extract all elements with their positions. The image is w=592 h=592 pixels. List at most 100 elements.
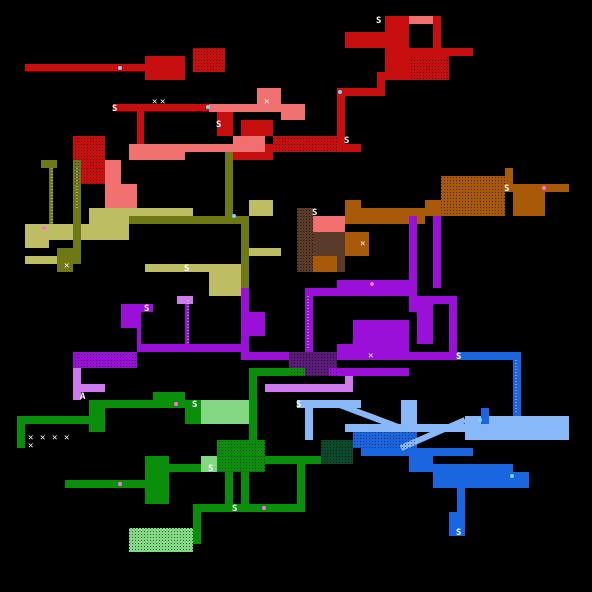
map-room[interactable]	[169, 464, 217, 472]
map-room[interactable]	[481, 408, 489, 424]
item-icon[interactable]: ✕	[368, 351, 373, 361]
map-room[interactable]	[257, 368, 305, 376]
map-room[interactable]	[241, 288, 249, 352]
map-room[interactable]	[153, 392, 185, 408]
map-room[interactable]	[185, 296, 189, 344]
map-room[interactable]	[225, 472, 233, 504]
map-room[interactable]	[265, 456, 321, 464]
map-room[interactable]	[129, 216, 249, 224]
save-station-icon[interactable]: S	[376, 16, 381, 26]
map-room[interactable]	[225, 152, 233, 216]
map-room[interactable]	[409, 216, 417, 312]
save-station-icon[interactable]: S	[184, 264, 189, 274]
door-icon[interactable]	[118, 66, 122, 70]
map-room[interactable]	[345, 424, 465, 432]
save-station-icon[interactable]: S	[312, 208, 317, 218]
item-icon[interactable]: ✕	[152, 97, 157, 107]
save-station-icon[interactable]: S	[144, 304, 149, 314]
map-room[interactable]	[513, 472, 529, 488]
door-icon[interactable]	[118, 482, 122, 486]
save-station-icon[interactable]: S	[112, 104, 117, 114]
map-room[interactable]	[425, 200, 441, 216]
map-room[interactable]	[145, 56, 185, 80]
map-room[interactable]	[49, 224, 129, 240]
map-room[interactable]	[409, 456, 433, 472]
item-icon[interactable]: ✕	[64, 433, 69, 443]
item-icon[interactable]: ✕	[52, 433, 57, 443]
item-icon[interactable]: ✕	[28, 433, 33, 443]
map-room[interactable]	[185, 144, 233, 152]
map-room[interactable]	[209, 104, 257, 112]
map-room[interactable]	[49, 168, 53, 224]
door-icon[interactable]	[232, 214, 236, 218]
door-icon[interactable]	[262, 506, 266, 510]
map-room[interactable]	[25, 64, 145, 71]
item-icon[interactable]: ✕	[360, 239, 365, 249]
map-room[interactable]	[137, 104, 144, 144]
map-room[interactable]	[57, 248, 73, 272]
map-room[interactable]	[345, 88, 385, 96]
door-icon[interactable]	[42, 226, 46, 230]
item-icon[interactable]: ✕	[40, 433, 45, 443]
save-station-icon[interactable]: S	[504, 184, 509, 194]
map-room[interactable]	[145, 456, 169, 504]
map-room[interactable]	[417, 304, 433, 344]
save-station-icon[interactable]: S	[296, 400, 301, 410]
map-room[interactable]	[513, 360, 521, 416]
map-room[interactable]	[433, 216, 441, 288]
map-room[interactable]	[433, 16, 441, 56]
save-station-icon[interactable]: S	[456, 528, 461, 538]
map-room[interactable]	[449, 512, 465, 536]
map-room[interactable]	[353, 320, 409, 360]
map-room[interactable]	[201, 504, 305, 512]
map-room[interactable]	[457, 488, 465, 520]
map-room[interactable]	[345, 32, 385, 48]
map-room[interactable]	[409, 296, 457, 304]
map-room[interactable]	[345, 376, 353, 392]
map-room[interactable]	[145, 264, 177, 272]
map-room[interactable]	[73, 368, 81, 400]
map-room[interactable]	[209, 264, 241, 296]
item-icon[interactable]: ✕	[64, 261, 69, 271]
door-icon[interactable]	[478, 418, 482, 422]
map-room[interactable]	[409, 352, 457, 360]
map-room[interactable]	[201, 400, 249, 424]
door-icon[interactable]	[510, 474, 514, 478]
map-room[interactable]	[241, 216, 249, 288]
map-room[interactable]	[313, 216, 345, 232]
map-room[interactable]	[137, 344, 241, 352]
map-room[interactable]	[297, 400, 361, 408]
map-room[interactable]	[457, 352, 521, 360]
item-icon[interactable]: ✕	[160, 97, 165, 107]
map-room[interactable]	[281, 104, 305, 120]
map-room[interactable]	[73, 160, 81, 264]
map-room[interactable]	[337, 344, 353, 360]
map-room[interactable]	[121, 312, 137, 328]
map-room[interactable]	[505, 184, 569, 192]
map-room[interactable]	[393, 448, 473, 456]
map-room[interactable]	[41, 160, 57, 168]
map-room[interactable]	[313, 256, 337, 272]
map-room[interactable]	[313, 288, 409, 296]
map-room[interactable]	[65, 480, 145, 488]
map-room[interactable]	[17, 424, 25, 448]
door-icon[interactable]	[370, 282, 374, 286]
map-room[interactable]	[105, 400, 153, 408]
map-room[interactable]	[337, 88, 345, 144]
map-room[interactable]	[129, 144, 185, 160]
map-room[interactable]	[433, 464, 513, 488]
map-room[interactable]	[297, 464, 305, 512]
map-room[interactable]	[401, 400, 417, 424]
map-room[interactable]	[345, 232, 369, 256]
map-room[interactable]	[409, 48, 473, 56]
map-room[interactable]	[17, 416, 89, 424]
map-room[interactable]	[201, 456, 217, 472]
item-icon[interactable]: ✕	[28, 441, 33, 451]
start-marker-icon[interactable]: A	[80, 392, 86, 402]
map-room[interactable]	[105, 160, 121, 184]
map-room[interactable]	[265, 384, 345, 392]
map-room[interactable]	[257, 88, 281, 112]
map-room[interactable]	[241, 248, 281, 256]
map-room[interactable]	[81, 384, 105, 392]
save-station-icon[interactable]: S	[208, 464, 213, 474]
